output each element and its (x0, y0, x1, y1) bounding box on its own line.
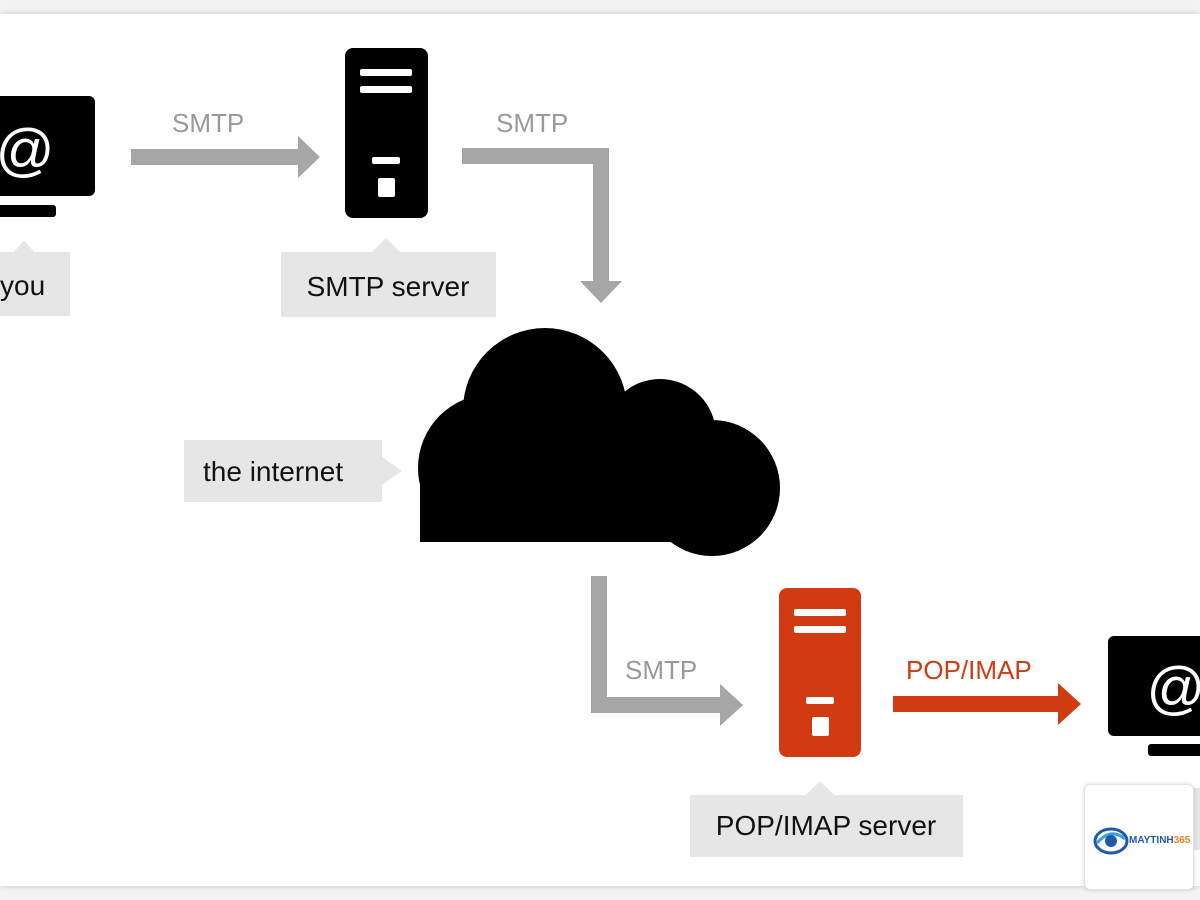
watermark-brand: MAYTINH365 (1129, 835, 1191, 846)
watermark-badge: MAYTINH365 (1084, 784, 1194, 890)
popimap-server-label: POP/IMAP server (690, 781, 963, 857)
popimap-server-label-text: POP/IMAP server (716, 810, 936, 841)
you-label-text: you (0, 270, 45, 301)
arrow-label-smtp-2: SMTP (496, 108, 568, 138)
popimap-server-icon (779, 588, 861, 757)
at-symbol-icon: @ (0, 118, 54, 183)
sender-computer-icon: @ (0, 96, 95, 217)
smtp-server-label-text: SMTP server (307, 271, 470, 302)
you-label: you (0, 240, 70, 316)
arrow-label-smtp-3: SMTP (625, 655, 697, 685)
internet-label-text: the internet (203, 456, 343, 487)
arrow-you-to-smtp: SMTP (131, 108, 320, 178)
at-symbol-icon-2: @ (1147, 656, 1200, 721)
globe-logo-icon (1093, 827, 1129, 855)
internet-label: the internet (184, 440, 402, 502)
cloud-icon (418, 328, 780, 556)
recipient-computer-icon: @ (1108, 636, 1200, 756)
smtp-server-icon (345, 48, 428, 218)
arrow-internet-to-popimap: SMTP (591, 576, 743, 726)
arrow-label-smtp-1: SMTP (172, 108, 244, 138)
arrow-label-popimap: POP/IMAP (906, 655, 1032, 685)
arrow-popimap-to-recipient: POP/IMAP (893, 655, 1081, 725)
arrow-smtp-to-internet: SMTP (462, 108, 622, 303)
smtp-server-label: SMTP server (281, 238, 496, 317)
